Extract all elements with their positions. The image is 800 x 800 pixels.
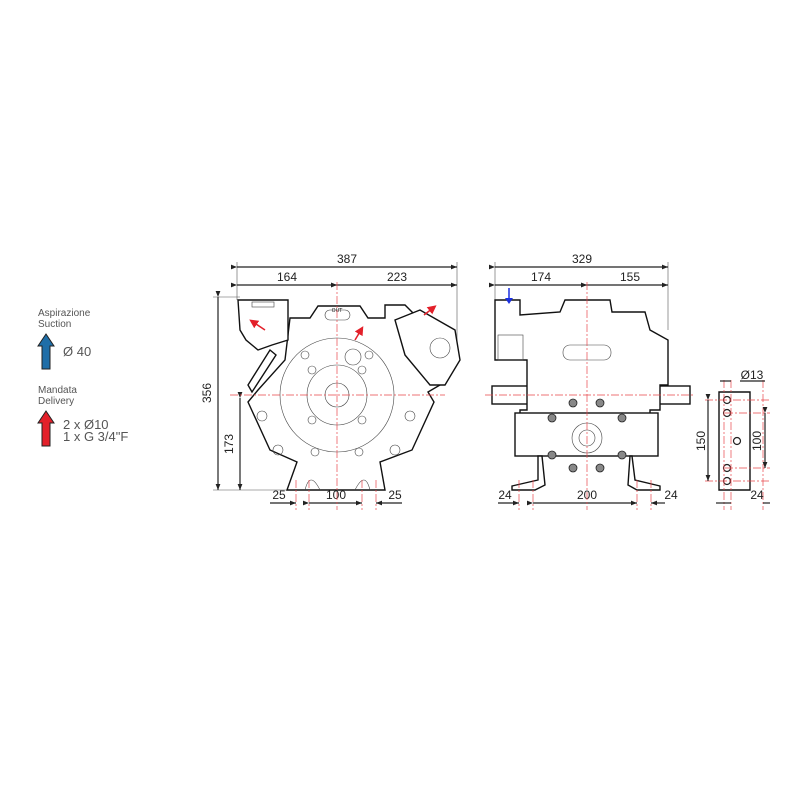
foot-edge-offset: 24 (750, 488, 764, 502)
suction-label-it: Aspirazione (38, 308, 91, 319)
suction-label-en: Suction (38, 319, 71, 330)
delivery-label-en: Delivery (38, 396, 74, 407)
delivery-flow-arrow-icon (249, 319, 266, 331)
foot-outer-spacing: 150 (694, 431, 708, 451)
side-right-width: 155 (620, 270, 640, 284)
delivery-arrow-icon (37, 410, 55, 447)
side-foot-left: 24 (498, 488, 512, 502)
port-out-label: OUT (332, 308, 344, 314)
side-left-width: 174 (531, 270, 551, 284)
delivery-flow-arrow-icon (354, 326, 364, 341)
foot-hole-diameter: Ø13 (741, 368, 764, 382)
side-overall-width: 329 (572, 252, 592, 266)
front-view: 387 164 223 356 173 25 100 25 OUT (200, 252, 461, 510)
delivery-flow-arrow-icon (423, 305, 437, 316)
suction-size: Ø 40 (63, 344, 91, 359)
front-foot-left: 25 (272, 488, 286, 502)
front-overall-width: 387 (337, 252, 357, 266)
front-foot-right: 25 (388, 488, 402, 502)
legend: Aspirazione Suction Ø 40 Mandata Deliver… (37, 308, 128, 447)
side-foot-right: 24 (664, 488, 678, 502)
suction-arrow-icon (37, 333, 55, 370)
delivery-size-2: 1 x G 3/4"F (63, 429, 128, 444)
delivery-size-1: 2 x Ø10 (63, 417, 109, 432)
front-right-width: 223 (387, 270, 407, 284)
front-left-width: 164 (277, 270, 297, 284)
front-overall-height: 356 (200, 383, 214, 403)
side-view: 329 174 155 24 200 24 (485, 252, 695, 510)
delivery-label-it: Mandata (38, 385, 77, 396)
front-shaft-height: 173 (222, 434, 236, 454)
front-foot-spacing: 100 (326, 488, 346, 502)
foot-inner-spacing: 100 (750, 431, 764, 451)
foot-detail: 150 100 Ø13 24 (694, 368, 770, 510)
